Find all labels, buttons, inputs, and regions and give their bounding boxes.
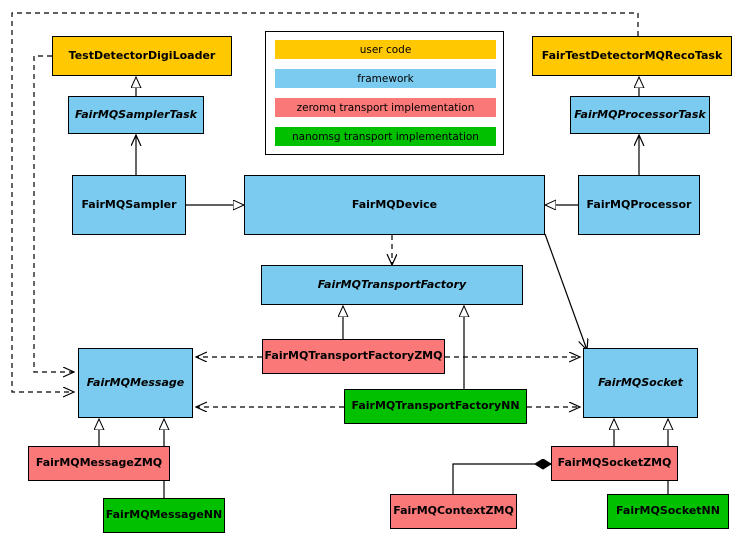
class-label: FairMQSocketZMQ (557, 456, 672, 470)
legend-label: zeromq transport implementation (296, 101, 475, 114)
class-label: FairMQTransportFactoryNN (351, 399, 520, 413)
class-box-testdetectordigiloader[interactable]: TestDetectorDigiLoader (52, 36, 232, 76)
class-label: FairMQTransportFactory (317, 277, 467, 291)
legend-label: nanomsg transport implementation (292, 130, 479, 143)
legend-item-nanomsg: nanomsg transport implementation (275, 127, 496, 146)
class-label: FairMQMessageZMQ (35, 456, 163, 470)
legend-label: framework (357, 72, 414, 85)
class-box-fairmqcontextzmq[interactable]: FairMQContextZMQ (390, 494, 517, 529)
class-box-fairmqdevice[interactable]: FairMQDevice (244, 175, 545, 235)
class-box-fairmqprocessortask[interactable]: FairMQProcessorTask (570, 96, 710, 134)
legend-panel: user code framework zeromq transport imp… (265, 31, 504, 155)
class-box-fairmqmessagenn[interactable]: FairMQMessageNN (103, 498, 225, 533)
class-box-fairmqtransportfactory[interactable]: FairMQTransportFactory (261, 265, 523, 305)
class-label: TestDetectorDigiLoader (68, 48, 216, 62)
legend-item-user-code: user code (275, 40, 496, 59)
class-label: FairMQProcessor (586, 197, 692, 211)
edge-contextzmq-to-socketzmq (452, 464, 551, 494)
class-box-fairmqsocketzmq[interactable]: FairMQSocketZMQ (551, 446, 678, 481)
class-label: FairMQMessageNN (105, 508, 223, 522)
class-label: FairMQDevice (351, 197, 438, 211)
class-box-fairmqmessagezmq[interactable]: FairMQMessageZMQ (28, 446, 170, 481)
class-box-fairmqprocessor[interactable]: FairMQProcessor (578, 175, 700, 235)
legend-label: user code (359, 43, 412, 56)
class-label: FairMQTransportFactoryZMQ (264, 349, 443, 363)
edge-device-to-socket (544, 233, 587, 350)
legend-item-framework: framework (275, 69, 496, 88)
class-label: FairTestDetectorMQRecoTask (541, 48, 723, 62)
class-box-fairmqsamplertask[interactable]: FairMQSamplerTask (68, 96, 204, 134)
class-box-fairmqsocketnn[interactable]: FairMQSocketNN (607, 494, 729, 529)
class-box-fairmqsocket[interactable]: FairMQSocket (583, 348, 698, 418)
class-label: FairMQSocket (598, 375, 683, 389)
class-box-fairmqtransportfactoryzmq[interactable]: FairMQTransportFactoryZMQ (262, 339, 445, 374)
class-box-fairmqsampler[interactable]: FairMQSampler (72, 175, 186, 235)
class-box-fairmqtransportfactorynn[interactable]: FairMQTransportFactoryNN (344, 389, 527, 424)
class-label: FairMQMessage (86, 375, 185, 389)
class-box-fairmqmessage[interactable]: FairMQMessage (78, 348, 193, 418)
legend-item-zeromq: zeromq transport implementation (275, 98, 496, 117)
class-label: FairMQSocketNN (616, 504, 720, 518)
class-label: FairMQContextZMQ (393, 504, 514, 518)
class-label: FairMQSampler (81, 197, 177, 211)
class-label: FairMQSamplerTask (75, 107, 197, 121)
class-label: FairMQProcessorTask (574, 107, 706, 121)
class-box-fairtestdetectormqrecotask[interactable]: FairTestDetectorMQRecoTask (532, 36, 732, 76)
